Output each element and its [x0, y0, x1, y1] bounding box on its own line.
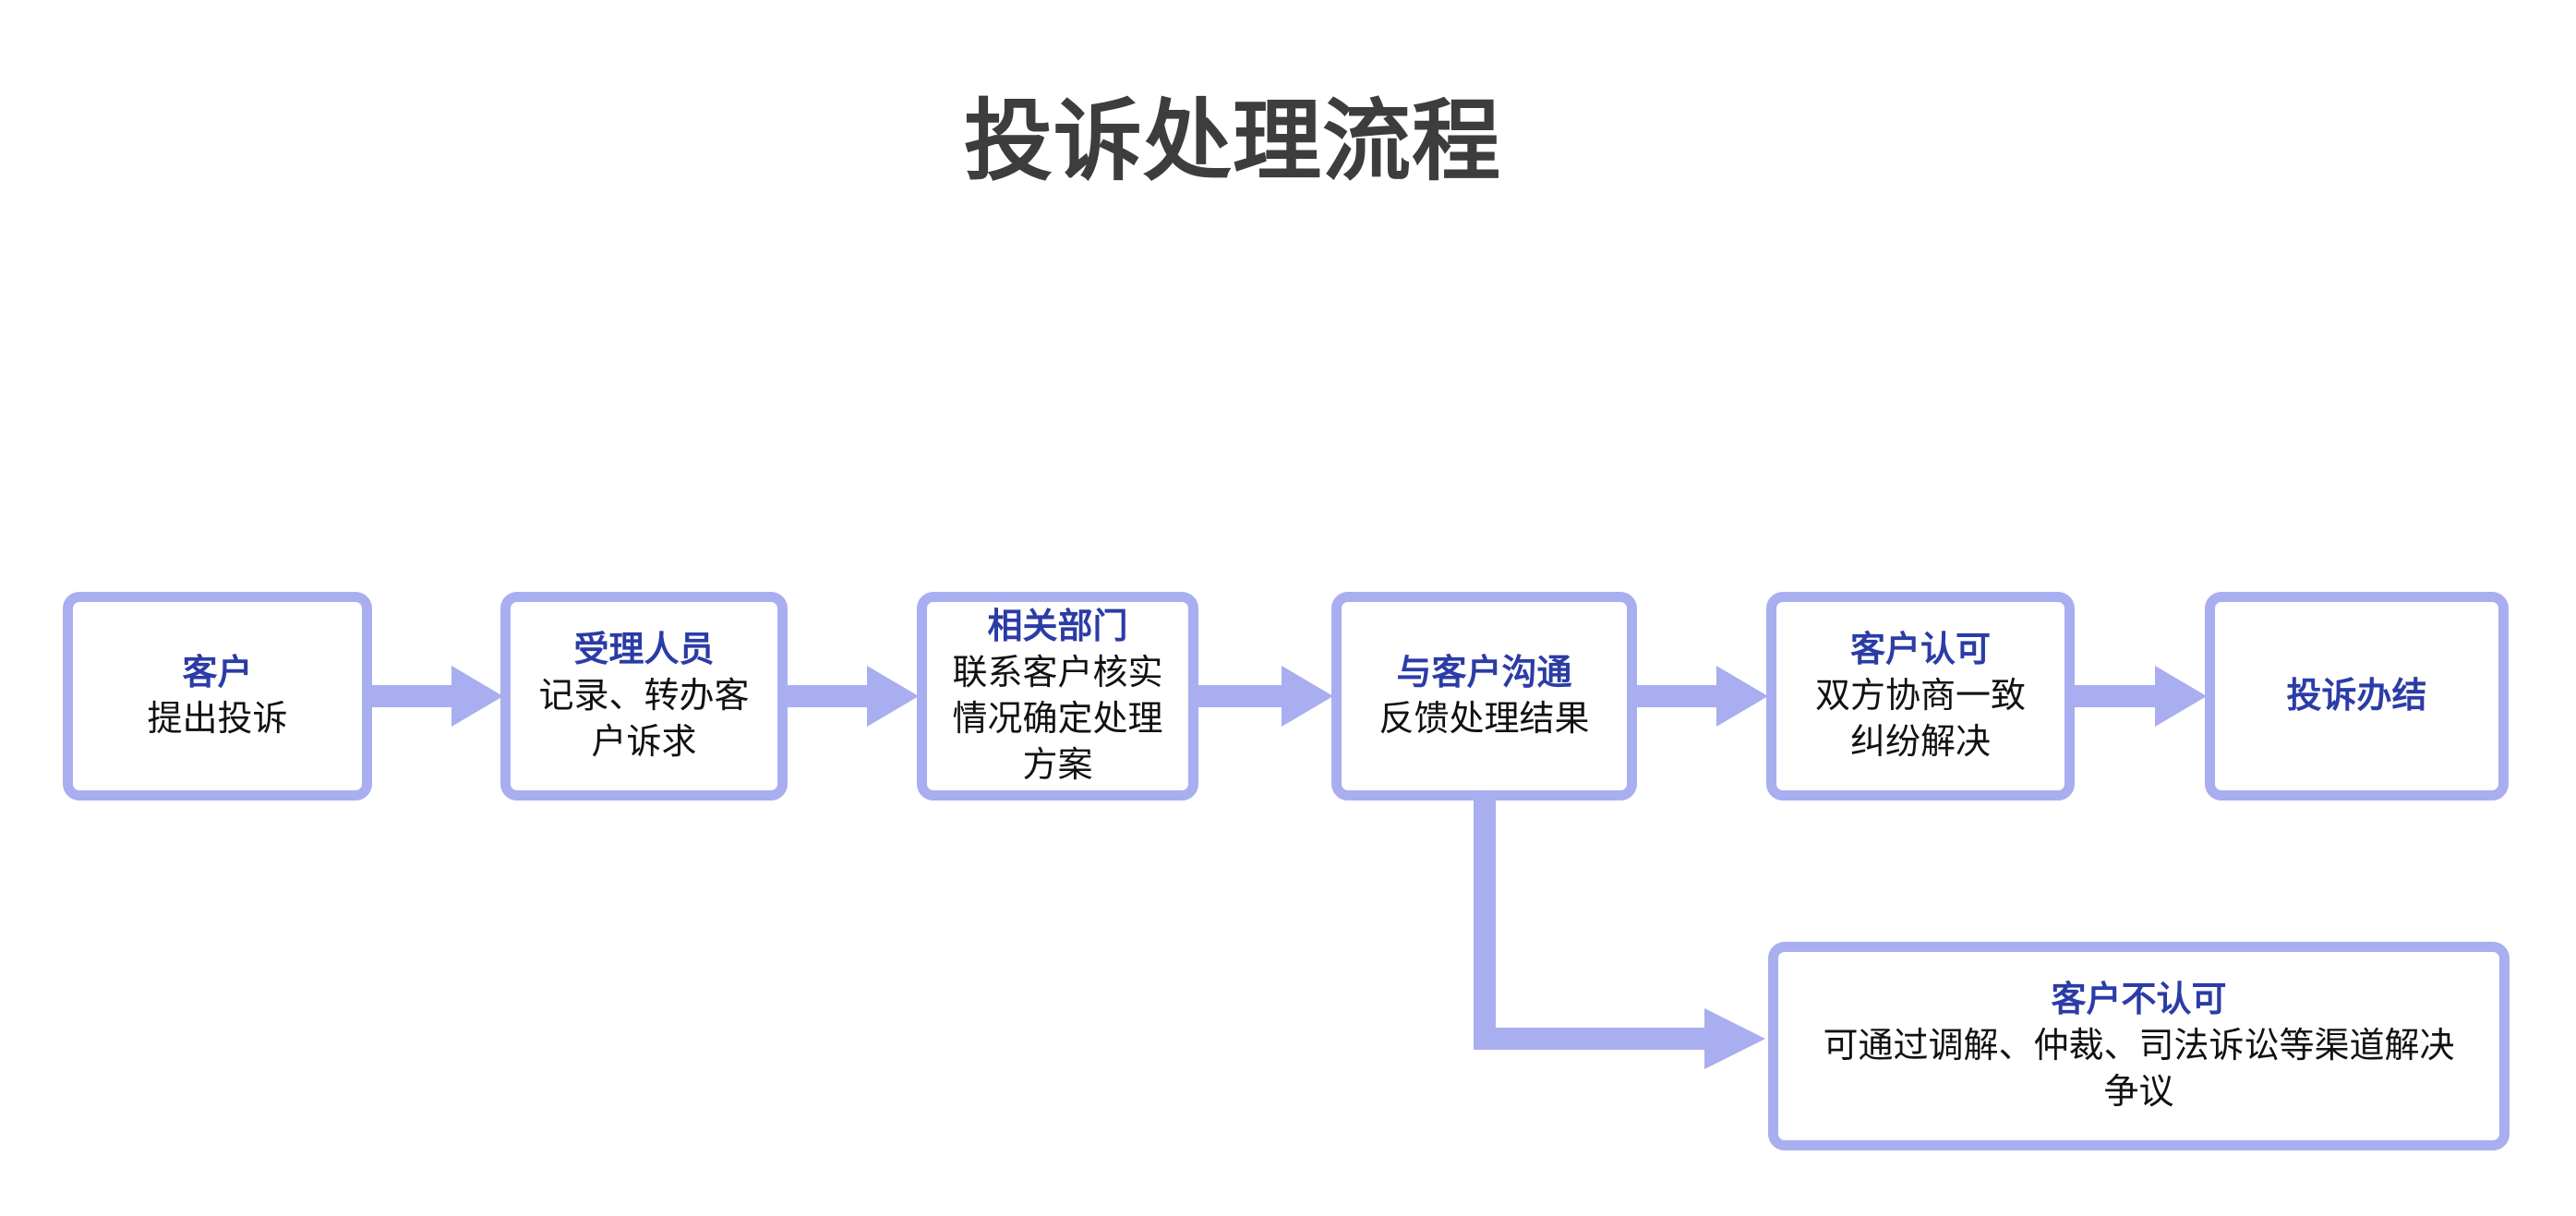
arrow-head: [451, 666, 503, 727]
arrow-shaft: [788, 685, 867, 707]
node-heading: 客户认可: [1849, 631, 1991, 669]
node-body-line: 双方协商一致: [1814, 677, 2026, 716]
arrow-shaft: [1198, 685, 1282, 707]
branch-connector-horizontal: [1474, 1028, 1705, 1050]
flow-node-department: 相关部门 联系客户核实 情况确定处理 方案: [917, 592, 1198, 801]
node-heading: 与客户沟通: [1396, 654, 1572, 692]
flow-node-handler: 受理人员 记录、转办客 户诉求: [500, 592, 788, 801]
node-body-line: 纠纷解决: [1849, 723, 1991, 762]
arrow-head: [867, 666, 919, 727]
arrow-shaft: [1637, 685, 1716, 707]
node-body-line: 联系客户核实: [952, 654, 1163, 692]
branch-connector-vertical: [1474, 792, 1496, 1050]
arrow-head: [2155, 666, 2207, 727]
arrow-shaft: [2075, 685, 2155, 707]
arrow-right-icon: [1198, 666, 1333, 727]
node-body-line: 反馈处理结果: [1378, 700, 1590, 739]
branch-arrow-head-icon: [1704, 1008, 1765, 1069]
node-body-line: 记录、转办客: [538, 677, 750, 716]
arrow-right-icon: [2075, 666, 2207, 727]
arrow-shaft: [372, 685, 451, 707]
node-body-line: 情况确定处理: [952, 700, 1163, 739]
node-heading: 客户不认可: [2051, 981, 2227, 1019]
node-body-line: 提出投诉: [147, 700, 288, 739]
node-heading: 受理人员: [573, 631, 715, 669]
flow-node-not-approved: 客户不认可 可通过调解、仲裁、司法诉讼等渠道解决 争议: [1768, 942, 2510, 1150]
arrow-head: [1716, 666, 1768, 727]
arrow-head: [1282, 666, 1333, 727]
flow-node-communicate: 与客户沟通 反馈处理结果: [1331, 592, 1637, 801]
node-heading: 相关部门: [987, 608, 1128, 646]
page-title: 投诉处理流程: [964, 92, 1501, 191]
node-heading: 客户: [182, 654, 253, 692]
arrow-right-icon: [1637, 666, 1768, 727]
node-body-line: 户诉求: [591, 723, 697, 762]
node-heading: 投诉办结: [2286, 677, 2427, 716]
arrow-right-icon: [788, 666, 919, 727]
flow-node-customer: 客户 提出投诉: [63, 592, 372, 801]
arrow-right-icon: [372, 666, 503, 727]
node-body-line: 方案: [1022, 746, 1093, 785]
flow-node-closed: 投诉办结: [2205, 592, 2509, 801]
flow-node-approved: 客户认可 双方协商一致 纠纷解决: [1766, 592, 2075, 801]
node-body-line: 可通过调解、仲裁、司法诉讼等渠道解决: [1823, 1027, 2455, 1066]
node-body-line: 争议: [2103, 1073, 2174, 1112]
